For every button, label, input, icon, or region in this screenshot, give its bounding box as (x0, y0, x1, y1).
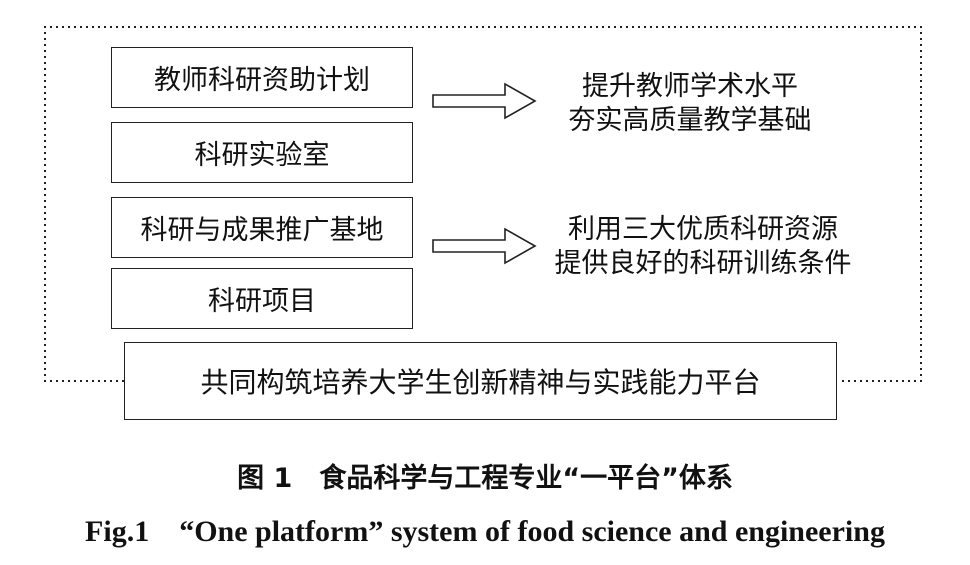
outcome-line: 利用三大优质科研资源 (568, 214, 838, 245)
box-research-lab: 科研实验室 (111, 122, 413, 183)
outcome-1: 提升教师学术水平 夯实高质量教学基础 (540, 70, 840, 138)
box-label: 科研项目 (208, 286, 316, 317)
caption-chinese: 图 1 食品科学与工程专业“一平台”体系 (237, 463, 733, 494)
outcome-line: 夯实高质量教学基础 (568, 105, 812, 136)
outcome-line: 提供良好的科研训练条件 (554, 248, 852, 279)
box-label: 科研与成果推广基地 (140, 215, 384, 246)
box-label: 科研实验室 (194, 140, 330, 171)
platform-label: 共同构筑培养大学生创新精神与实践能力平台 (200, 366, 761, 399)
dotted-frame (44, 26, 922, 382)
platform-box: 共同构筑培养大学生创新精神与实践能力平台 (124, 342, 837, 420)
box-research-projects: 科研项目 (111, 268, 413, 329)
box-teacher-research-funding: 教师科研资助计划 (111, 47, 413, 108)
box-research-base: 科研与成果推广基地 (111, 197, 413, 258)
caption-english: Fig.1 “One platform” system of food scie… (85, 515, 885, 548)
outcome-2: 利用三大优质科研资源 提供良好的科研训练条件 (538, 213, 868, 281)
outcome-line: 提升教师学术水平 (582, 71, 798, 102)
arrow-1-icon (432, 82, 537, 120)
box-label: 教师科研资助计划 (154, 65, 370, 96)
arrow-2-icon (432, 227, 537, 265)
